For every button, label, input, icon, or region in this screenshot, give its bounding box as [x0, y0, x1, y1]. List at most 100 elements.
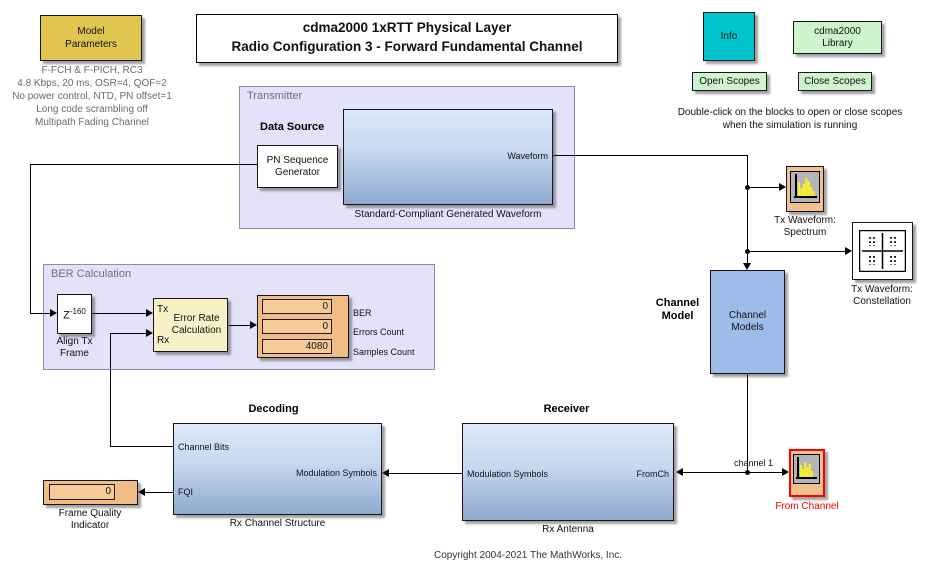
- tx-constellation-caption-line1: Tx Waveform:: [851, 284, 913, 295]
- wire-align-to-errorrate: [92, 313, 146, 314]
- note-line: Multipath Fading Channel: [35, 117, 149, 128]
- copyright-text: Copyright 2004-2021 The MathWorks, Inc.: [433, 550, 623, 561]
- rx-channel-structure-block[interactable]: Channel Bits FQI Modulation Symbols: [173, 423, 382, 515]
- error-rate-text: Error Rate Calculation: [166, 299, 227, 351]
- library-label-line2: Library: [822, 37, 853, 49]
- channel-model-label: Channel Model: [650, 297, 705, 323]
- arrow-into-ber-display: [250, 321, 257, 329]
- title-line1: cdma2000 1xRTT Physical Layer: [302, 20, 512, 35]
- rx-channel-structure-caption: Rx Channel Structure: [229, 518, 326, 529]
- close-scopes-button[interactable]: Close Scopes: [798, 72, 872, 91]
- error-rate-rx-port: Rx: [157, 335, 170, 346]
- arrow-into-spectrum-scope: [779, 183, 786, 191]
- error-rate-line2: Calculation: [171, 325, 222, 336]
- error-rate-line1: Error Rate: [173, 313, 220, 324]
- ber-value-field: 0: [262, 299, 332, 314]
- note-line: 4.8 Kbps, 20 ms, OSR=4, QOF=2: [17, 78, 167, 89]
- errors-count-label: Errors Count: [353, 327, 405, 337]
- tx-constellation-scope-block[interactable]: [852, 222, 913, 280]
- model-parameters-block[interactable]: Model Parameters: [40, 15, 142, 61]
- model-parameters-label: Model Parameters: [65, 26, 117, 50]
- tx-spectrum-scope-block[interactable]: [786, 166, 824, 212]
- tx-spectrum-caption-line1: Tx Waveform:: [774, 215, 836, 226]
- pn-sequence-generator-block[interactable]: PN Sequence Generator: [257, 145, 338, 188]
- wire-waveform-h: [553, 155, 747, 156]
- fqi-display-block[interactable]: 0: [43, 480, 138, 505]
- arrow-into-error-rate-rx: [146, 329, 153, 337]
- ber-display-block[interactable]: 0 0 4080: [257, 295, 349, 358]
- tx-spectrum-caption-line2: Spectrum: [783, 227, 827, 238]
- from-channel-scope-block[interactable]: [789, 449, 825, 497]
- arrow-into-from-channel-scope: [782, 468, 789, 476]
- ber-label: BER: [353, 308, 372, 318]
- arrow-into-rx-channel-structure: [382, 469, 389, 477]
- spectrum-icon: [790, 171, 820, 203]
- wire-bits-h1: [110, 446, 173, 447]
- rx-antenna-caption: Rx Antenna: [542, 524, 594, 535]
- wire-rx-to-decoder: [389, 473, 462, 474]
- scope-hint-line2: when the simulation is running: [722, 120, 858, 131]
- close-scopes-label: Close Scopes: [804, 76, 866, 87]
- error-rate-calculation-block[interactable]: Tx Rx Error Rate Calculation: [153, 298, 228, 352]
- error-rate-tx-port: Tx: [157, 304, 169, 315]
- fqi-caption: Frame Quality Indicator: [40, 508, 140, 532]
- tx-constellation-caption: Tx Waveform: Constellation: [842, 284, 922, 308]
- align-block-text: Z-160: [63, 306, 86, 322]
- from-channel-spectrum-icon: [793, 454, 820, 484]
- decoder-mod-symbols-port: Modulation Symbols: [295, 468, 377, 478]
- tx-constellation-caption-line2: Constellation: [853, 296, 911, 307]
- ber-calculation-area: BER Calculation: [43, 264, 435, 370]
- waveform-generator-block[interactable]: Waveform: [343, 109, 553, 205]
- channel-model-label-line2: Model: [661, 310, 694, 322]
- wire-bits-h2: [110, 333, 146, 334]
- tx-spectrum-caption: Tx Waveform: Spectrum: [765, 215, 845, 239]
- align-caption-line1: Align Tx: [56, 336, 93, 347]
- from-channel-caption: From Channel: [775, 501, 839, 512]
- decoding-label: Decoding: [248, 403, 299, 415]
- open-scopes-label: Open Scopes: [699, 76, 760, 87]
- library-label-line1: cdma2000: [814, 25, 861, 37]
- ber-area-label: BER Calculation: [51, 268, 132, 280]
- pn-gen-line2: Generator: [274, 166, 321, 178]
- wire-bits-v: [110, 333, 111, 447]
- waveform-block-caption: Standard-Compliant Generated Waveform: [354, 209, 542, 220]
- fromch-port: FromCh: [636, 469, 669, 479]
- align-tx-frame-caption: Align Tx Frame: [47, 336, 102, 360]
- note-line: F-FCH & F-PICH, RC3: [41, 65, 143, 76]
- wire-branch-spectrum: [747, 187, 779, 188]
- wire-fqi: [145, 492, 173, 493]
- scope-hint-line1: Double-click on the blocks to open or cl…: [677, 107, 903, 118]
- info-block[interactable]: Info: [703, 12, 755, 61]
- constellation-icon: [859, 230, 906, 272]
- info-label: Info: [720, 31, 738, 42]
- align-caption-line2: Frame: [60, 348, 89, 359]
- channel-bits-port: Channel Bits: [178, 442, 230, 452]
- wire-branch-constellation: [747, 251, 845, 252]
- cdma2000-library-block[interactable]: cdma2000 Library: [793, 21, 882, 54]
- rx-antenna-block[interactable]: Modulation Symbols FromCh: [462, 423, 674, 521]
- fqi-caption-line1: Frame Quality: [58, 508, 122, 519]
- wire-branch-from-channel: [747, 472, 782, 473]
- arrow-into-constellation-scope: [845, 247, 852, 255]
- channel-models-block[interactable]: Channel Models: [710, 270, 785, 374]
- arrow-into-rx-antenna: [676, 468, 683, 476]
- samples-count-label: Samples Count: [353, 347, 415, 357]
- align-tx-frame-block[interactable]: Z-160: [57, 294, 92, 334]
- wire-channel-to-rx: [683, 472, 747, 473]
- wire-pn-to-align-h2: [30, 313, 50, 314]
- wire-pn-to-align-h1: [30, 164, 257, 165]
- pn-gen-line1: PN Sequence: [266, 154, 329, 166]
- wire-pn-to-align-v: [30, 164, 31, 313]
- title-line2: Radio Configuration 3 - Forward Fundamen…: [231, 39, 583, 54]
- open-scopes-button[interactable]: Open Scopes: [692, 72, 767, 91]
- antenna-mod-symbols-port: Modulation Symbols: [467, 469, 549, 479]
- receiver-label: Receiver: [543, 403, 590, 415]
- fqi-caption-line2: Indicator: [70, 520, 110, 531]
- errors-count-field: 0: [262, 319, 332, 334]
- waveform-output-port: Waveform: [507, 151, 548, 161]
- arrow-into-channel-models: [743, 263, 751, 270]
- fqi-port: FQI: [178, 487, 193, 497]
- arrow-into-error-rate-tx: [146, 309, 153, 317]
- wire-errorrate-to-display: [228, 325, 250, 326]
